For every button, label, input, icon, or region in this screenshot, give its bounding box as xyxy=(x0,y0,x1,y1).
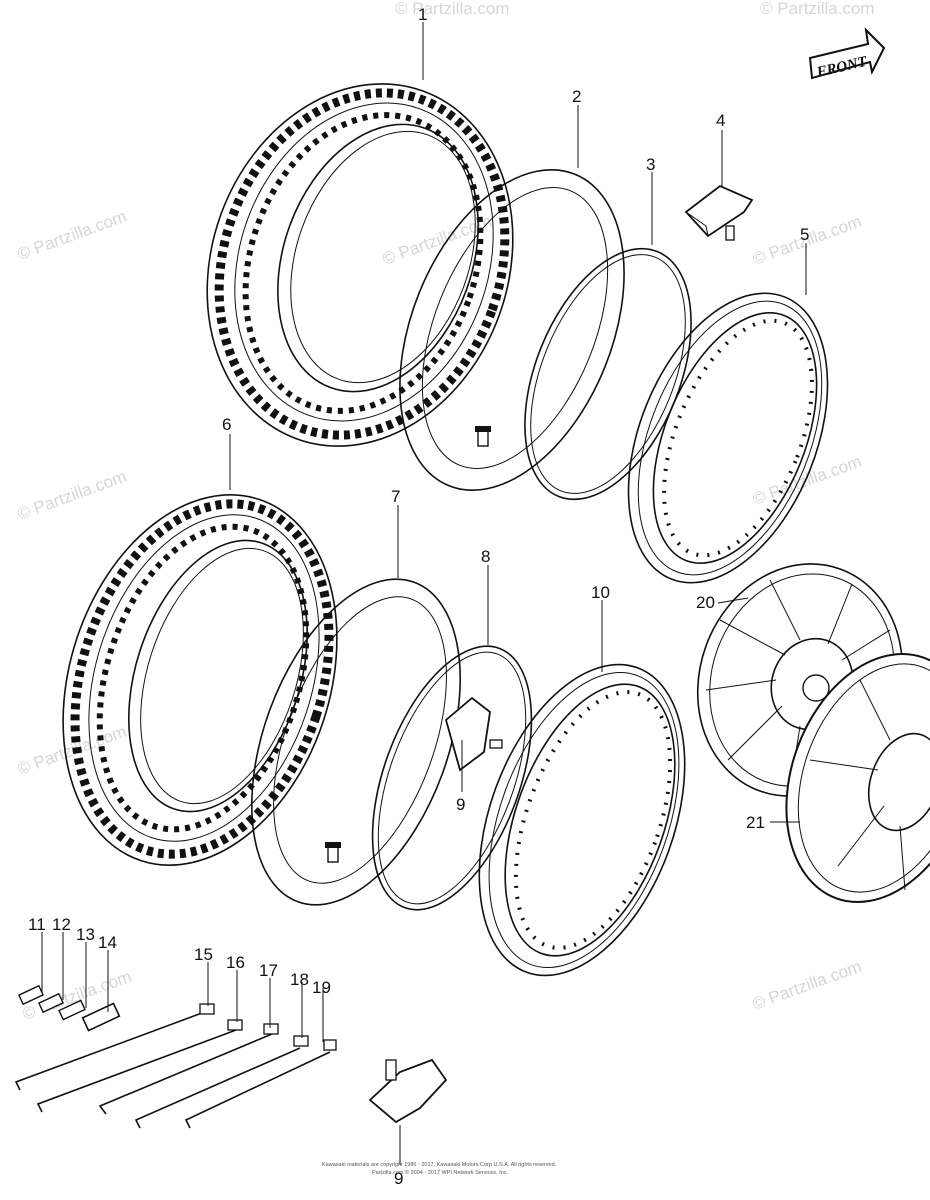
tube-upper xyxy=(399,168,625,492)
rim-lock-lower xyxy=(444,696,503,772)
copyright-line: Kawasaki materials are copyright 1986 - … xyxy=(322,1162,557,1168)
callout-16[interactable]: 16 xyxy=(226,953,245,972)
callout-9[interactable]: 9 xyxy=(456,795,465,814)
callout-20[interactable]: 20 xyxy=(696,593,715,612)
wheel-assembly-rear xyxy=(785,653,930,903)
watermarks: © Partzilla.com © Partzilla.com © Partzi… xyxy=(15,0,875,1024)
callout-21[interactable]: 21 xyxy=(746,813,765,832)
callout-19[interactable]: 19 xyxy=(312,978,331,997)
callout-10[interactable]: 10 xyxy=(591,583,610,602)
callout-8[interactable]: 8 xyxy=(481,547,490,566)
copyright: Kawasaki materials are copyright 1986 - … xyxy=(322,1162,557,1176)
rim-lock-upper xyxy=(684,184,754,241)
tube-lower xyxy=(251,578,461,906)
callout-6[interactable]: 6 xyxy=(222,415,231,434)
callout-12[interactable]: 12 xyxy=(52,915,71,934)
callout-17[interactable]: 17 xyxy=(259,961,278,980)
callout-13[interactable]: 13 xyxy=(76,925,95,944)
spokes xyxy=(14,1003,337,1129)
callout-5[interactable]: 5 xyxy=(800,225,809,244)
callout-15[interactable]: 15 xyxy=(194,945,213,964)
callout-1[interactable]: 1 xyxy=(418,5,427,24)
callout-3[interactable]: 3 xyxy=(646,155,655,174)
callout-2[interactable]: 2 xyxy=(572,87,581,106)
rim-lower xyxy=(478,663,686,977)
rim-lock-bottom xyxy=(368,1058,448,1124)
copyright-line: Partzilla.com © 2004 - 2017 WPI Network … xyxy=(372,1169,509,1176)
callout-14[interactable]: 14 xyxy=(98,933,117,952)
watermark: © Partzilla.com xyxy=(395,0,510,18)
leader-lines xyxy=(41,22,807,1165)
watermark: © Partzilla.com xyxy=(760,0,875,18)
callout-9-bottom[interactable]: 9 xyxy=(394,1169,403,1188)
watermark: © Partzilla.com xyxy=(15,467,129,524)
callout-18[interactable]: 18 xyxy=(290,970,309,989)
watermark: © Partzilla.com xyxy=(15,207,129,264)
watermark: © Partzilla.com xyxy=(750,957,864,1014)
callouts: 1 2 3 4 5 6 7 8 9 10 11 12 13 14 15 16 1… xyxy=(28,5,809,1188)
tire-upper xyxy=(206,83,514,447)
rim-band-lower xyxy=(371,645,533,911)
callout-4[interactable]: 4 xyxy=(716,111,725,130)
callout-7[interactable]: 7 xyxy=(391,487,400,506)
rim-upper xyxy=(627,292,829,584)
valve-parts xyxy=(17,984,121,1032)
callout-11[interactable]: 11 xyxy=(28,915,46,934)
front-arrow-icon: FRONT xyxy=(808,27,886,81)
tire-lower xyxy=(62,494,338,866)
